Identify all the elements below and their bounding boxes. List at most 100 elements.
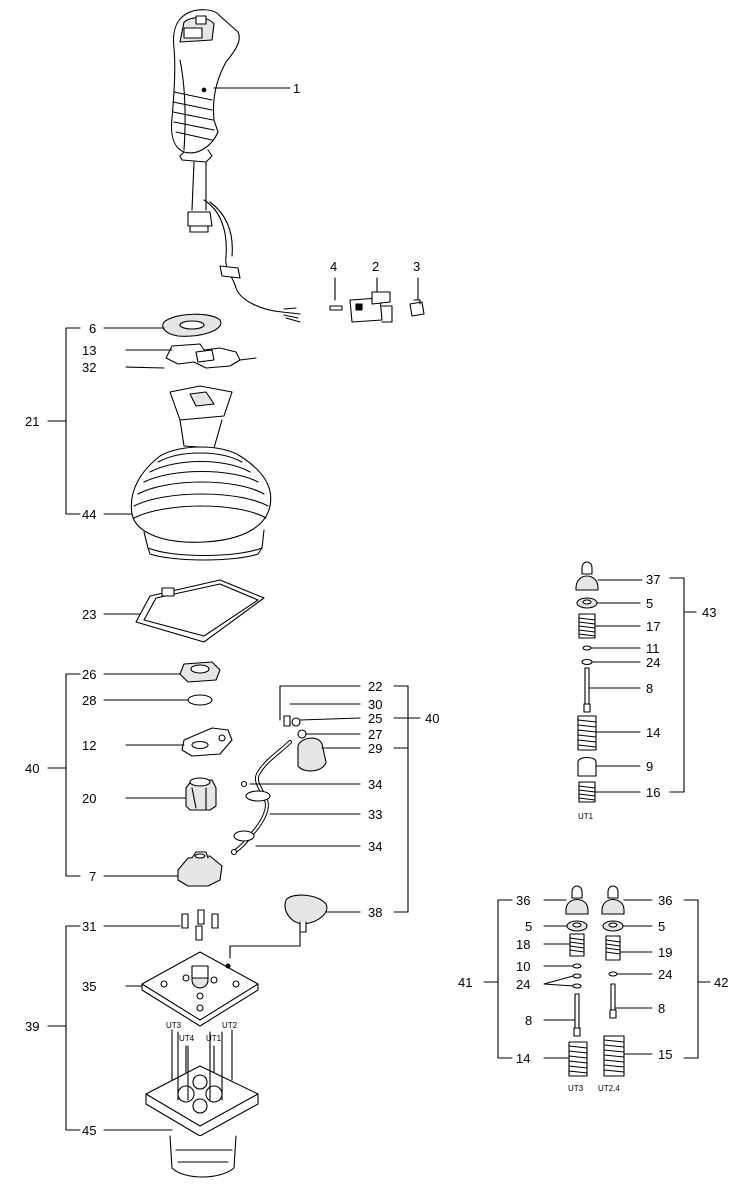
callout-44: 44 xyxy=(82,507,97,522)
callout-34-lower: 34 xyxy=(368,839,383,854)
kit41-part-24 xyxy=(543,973,582,989)
kit41-callout-24: 24 xyxy=(516,977,531,992)
callout-38: 38 xyxy=(368,905,383,920)
kit42-part-8 xyxy=(609,983,653,1019)
kit41-callout-41: 41 xyxy=(458,975,473,990)
part-28-oring xyxy=(187,694,213,706)
part-29-cap xyxy=(297,737,361,772)
kit43-callout-9: 9 xyxy=(646,759,654,774)
part-45-valve-body xyxy=(145,1029,259,1178)
callout-7: 7 xyxy=(89,869,97,884)
callout-33: 33 xyxy=(368,807,383,822)
kit43-part-8 xyxy=(583,667,641,713)
kit42-callout-8: 8 xyxy=(658,1001,666,1016)
part-26-nut xyxy=(179,661,221,683)
kit43-part-14 xyxy=(577,715,641,751)
kit41-part-5 xyxy=(543,920,588,932)
kit42-callout-36: 36 xyxy=(658,893,673,908)
kit42-part-19 xyxy=(605,935,653,961)
kit41-callout-36: 36 xyxy=(516,893,531,908)
callout-3: 3 xyxy=(413,259,421,274)
kit43-part-37 xyxy=(575,561,643,591)
kit43-callout-17: 17 xyxy=(646,619,661,634)
callout-27: 27 xyxy=(368,727,383,742)
kit42-callout-15: 15 xyxy=(658,1047,673,1062)
kit41-callout-14: 14 xyxy=(516,1051,531,1066)
kit43-callout-16: 16 xyxy=(646,785,661,800)
kit43-callout-11: 11 xyxy=(646,641,660,656)
part-13-plate xyxy=(165,343,257,369)
kit42-part-5 xyxy=(602,920,653,932)
kit43-part-9 xyxy=(577,756,641,777)
kit42-port-label: UT2,4 xyxy=(598,1084,620,1093)
callout-21: 21 xyxy=(25,414,40,429)
kit43-part-5 xyxy=(576,597,641,609)
kit42-part-36 xyxy=(601,885,653,915)
kit43-part-16 xyxy=(578,781,641,803)
callout-23: 23 xyxy=(82,607,97,622)
callout-40-left: 40 xyxy=(25,761,40,776)
kit42-callout-24: 24 xyxy=(658,967,673,982)
part-4-pin xyxy=(329,305,343,311)
kit41-part-14 xyxy=(543,1041,588,1077)
callout-26: 26 xyxy=(82,667,97,682)
part-2-connector xyxy=(349,291,393,323)
part-25-27-seal xyxy=(291,717,361,739)
callout-32: 32 xyxy=(82,360,97,375)
callout-28: 28 xyxy=(82,693,97,708)
kit41-part-10 xyxy=(543,963,582,969)
kit41-callout-8: 8 xyxy=(525,1013,533,1028)
part-34-clamps xyxy=(230,780,361,856)
port-label-ut1: UT1 xyxy=(206,1034,222,1043)
part-22-30-fitting xyxy=(279,685,361,727)
callout-20: 20 xyxy=(82,791,97,806)
part-44-boot xyxy=(130,385,272,561)
callout-29: 29 xyxy=(368,741,383,756)
kit41-callout-18: 18 xyxy=(516,937,531,952)
callout-31: 31 xyxy=(82,919,97,934)
callout-45: 45 xyxy=(82,1123,97,1138)
callout-2: 2 xyxy=(372,259,380,274)
callout-30: 30 xyxy=(368,697,383,712)
part-23-frame xyxy=(135,579,265,643)
kit41-callout-5: 5 xyxy=(525,919,533,934)
callout-39: 39 xyxy=(25,1019,40,1034)
kit41-part-36 xyxy=(543,885,589,915)
kit41-part-18 xyxy=(543,933,585,957)
port-label-ut3: UT3 xyxy=(166,1021,182,1030)
callout-6: 6 xyxy=(89,321,97,336)
part-12-bracket xyxy=(181,727,233,757)
kit43-callout-43: 43 xyxy=(702,605,717,620)
part-1-handle xyxy=(170,9,301,323)
kit43-part-17 xyxy=(578,613,641,639)
kit43-port-label: UT1 xyxy=(578,812,594,821)
callout-40-right: 40 xyxy=(425,711,440,726)
kit41-part-8 xyxy=(543,993,581,1037)
kit42-part-24 xyxy=(608,971,653,977)
kit42-callout-5: 5 xyxy=(658,919,666,934)
kit43-part-24 xyxy=(581,658,641,666)
callout-25: 25 xyxy=(368,711,383,726)
part-7-nut xyxy=(177,851,223,887)
port-label-ut4: UT4 xyxy=(179,1034,195,1043)
kit41-callout-10: 10 xyxy=(516,959,531,974)
kit43-callout-8: 8 xyxy=(646,681,654,696)
part-6-gasket xyxy=(162,313,222,337)
kit43-callout-5: 5 xyxy=(646,596,654,611)
kit43-callout-24: 24 xyxy=(646,655,661,670)
callout-4: 4 xyxy=(330,259,338,274)
callout-22: 22 xyxy=(368,679,383,694)
port-label-ut2: UT2 xyxy=(222,1021,238,1030)
part-35-plate xyxy=(141,931,301,1027)
part-38-knob xyxy=(284,894,361,933)
kit41-port-label: UT3 xyxy=(568,1084,584,1093)
part-20-fitting xyxy=(185,777,217,811)
part-3-plug xyxy=(409,299,425,317)
kit43-callout-14: 14 xyxy=(646,725,661,740)
kit42-callout-19: 19 xyxy=(658,945,673,960)
callout-1: 1 xyxy=(293,81,301,96)
callout-34-upper: 34 xyxy=(368,777,383,792)
callout-12: 12 xyxy=(82,738,97,753)
